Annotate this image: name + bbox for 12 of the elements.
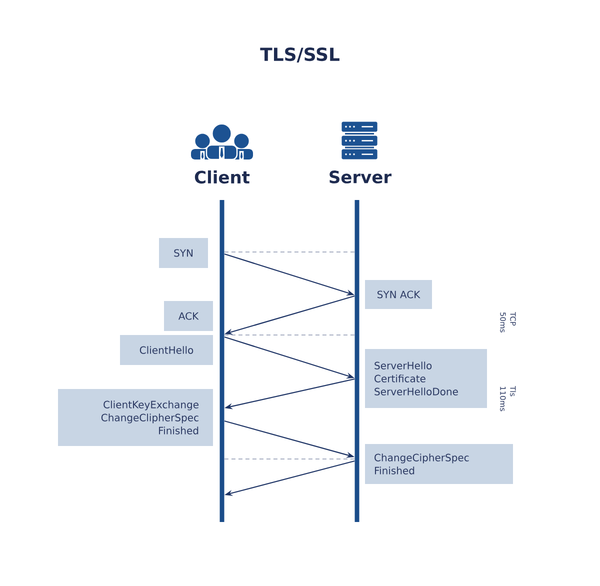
title: TLS/SSL — [260, 47, 340, 63]
message-box: ChangeCipherSpec Finished — [365, 444, 513, 484]
dashed-line — [224, 458, 355, 460]
message-box: ACK — [164, 301, 213, 331]
participant-label: Server — [330, 170, 392, 184]
message-box: ServerHello Certificate ServerHelloDone — [365, 349, 487, 408]
participant-label: Client — [194, 170, 250, 184]
message-box: ClientHello — [120, 335, 213, 365]
dashed-line — [224, 334, 355, 336]
message-box: SYN ACK — [365, 280, 432, 309]
message-box: ClientKeyExchange ChangeClipherSpec Finished — [58, 389, 213, 446]
message-box: SYN — [159, 238, 208, 268]
